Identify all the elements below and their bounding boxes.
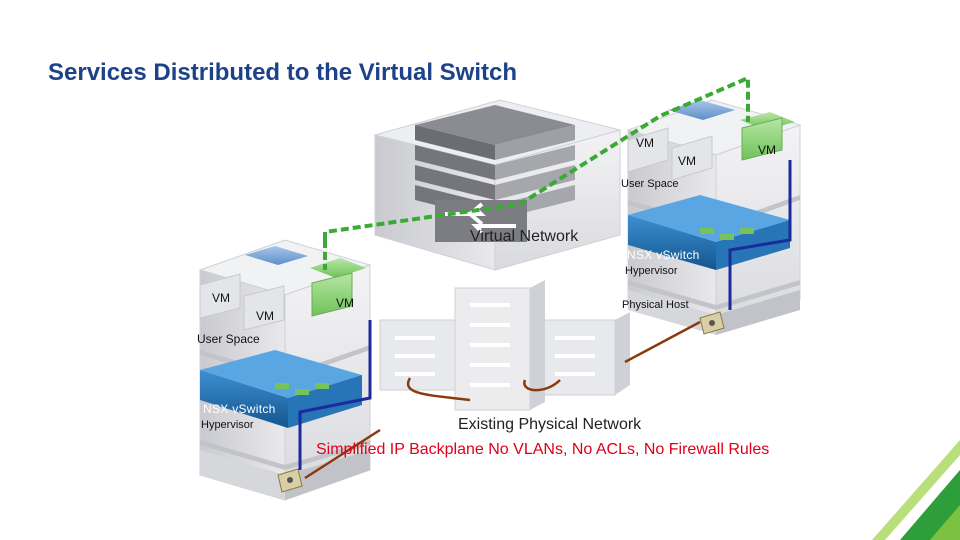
right-hypervisor-label: Hypervisor [625, 265, 678, 277]
backbone-link [406, 377, 561, 402]
left-physical-link [304, 428, 381, 480]
left-nsx-vswitch-label: NSX vSwitch [203, 402, 276, 416]
left-host [198, 239, 372, 501]
backplane-note: Simplified IP Backplane No VLANs, No ACL… [316, 441, 770, 458]
right-nsx-vswitch-label: NSX vSwitch [627, 248, 700, 262]
virtual-network-label: Virtual Network [470, 228, 579, 245]
page-title: Services Distributed to the Virtual Swit… [48, 59, 518, 86]
right-physical-link [624, 320, 701, 364]
left-vm-label-1: VM [212, 291, 230, 305]
left-vm-link [298, 320, 372, 470]
left-vm-label-3: VM [336, 296, 354, 310]
right-host [626, 99, 802, 335]
left-vm-label-2: VM [256, 309, 274, 323]
overlay-tunnel [323, 74, 750, 240]
right-user-space-label: User Space [621, 178, 679, 190]
right-physical-host-label: Physical Host [622, 299, 689, 311]
physical-network-switches [379, 280, 630, 411]
corner-accent [872, 440, 960, 540]
right-vm-label-3: VM [758, 143, 776, 157]
right-vm-link [728, 160, 792, 310]
existing-physical-network-label: Existing Physical Network [458, 416, 642, 433]
left-hypervisor-label: Hypervisor [201, 419, 254, 431]
right-vm-label-2: VM [678, 154, 696, 168]
left-user-space-label: User Space [197, 332, 260, 346]
right-vm-label-1: VM [636, 136, 654, 150]
